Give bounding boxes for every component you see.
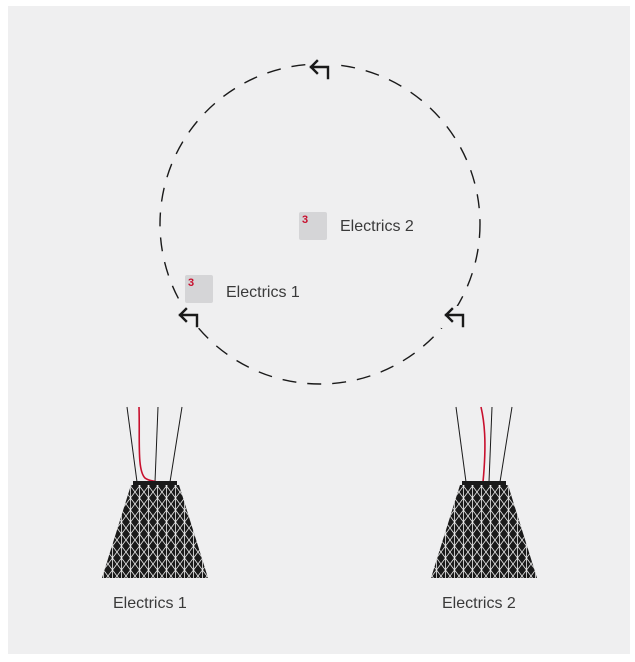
position-label: Electrics 2	[340, 218, 414, 235]
position-tag: 3	[299, 212, 327, 240]
turn-left-arrow-icon	[306, 58, 332, 80]
pendant-lamp-icon	[102, 406, 208, 578]
pendant-lamp-icon	[431, 406, 537, 578]
position-number: 3	[188, 277, 195, 289]
position-tag: 3	[185, 275, 213, 303]
position-label: Electrics 1	[226, 284, 300, 301]
lamp-caption: Electrics 2	[442, 595, 516, 612]
turn-left-arrow-icon	[175, 306, 201, 328]
position-number: 3	[302, 214, 309, 226]
lamp-caption: Electrics 1	[113, 595, 187, 612]
turn-left-arrow-icon	[441, 306, 467, 328]
